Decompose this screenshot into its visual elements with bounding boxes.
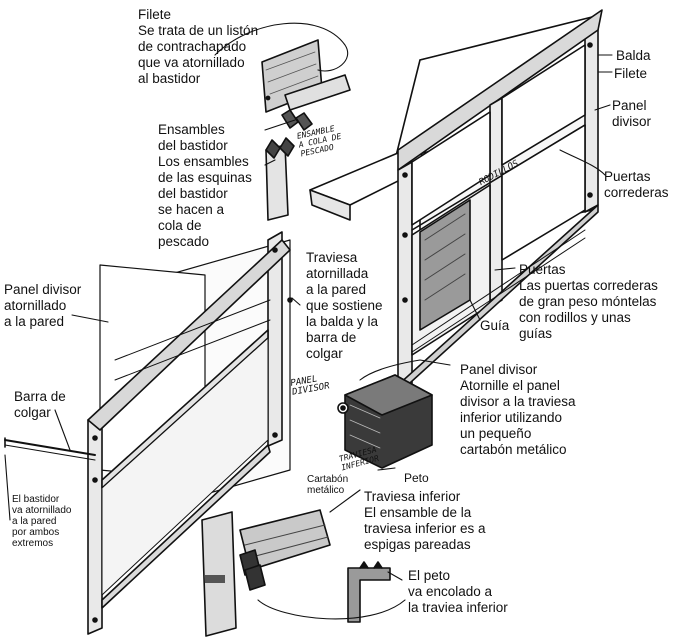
label-line: a la pared bbox=[12, 516, 57, 527]
label-line: atornillada bbox=[306, 266, 369, 281]
label-line: El ensamble de la bbox=[364, 505, 472, 520]
label-line: Cartabón bbox=[307, 474, 349, 485]
label-line: Traviesa bbox=[306, 250, 358, 265]
label-line: de contrachapado bbox=[138, 39, 247, 54]
label-line: de gran peso móntelas bbox=[519, 294, 657, 309]
label-line: Panel divisor bbox=[4, 282, 82, 297]
traviesa-inferior-detail bbox=[201, 509, 331, 637]
lower-frame bbox=[4, 231, 293, 635]
label-line: la traviea inferior bbox=[408, 600, 508, 615]
label-line: atornillado bbox=[4, 298, 67, 313]
label-filete-right: Filete bbox=[614, 66, 648, 81]
label-line: Se trata de un listón bbox=[138, 23, 259, 38]
label-line: Las puertas correderas bbox=[519, 278, 658, 293]
label-line: divisor a la traviesa bbox=[460, 394, 576, 409]
label-line: Puertas bbox=[604, 169, 651, 184]
label-cartabon: Cartabón metálico bbox=[307, 474, 348, 496]
label-panel-divisor-right: Panel divisor bbox=[612, 98, 651, 130]
label-line: Traviesa inferior bbox=[364, 489, 461, 504]
label-line: metálico bbox=[307, 485, 345, 496]
label-line: Panel bbox=[612, 98, 647, 113]
label-line: un pequeño bbox=[460, 426, 532, 441]
label-line: a la pared bbox=[4, 314, 65, 329]
label-line: barra de bbox=[306, 330, 357, 345]
label-line: colgar bbox=[306, 346, 343, 361]
leader-lines bbox=[4, 22, 613, 620]
label-line: Panel divisor bbox=[460, 362, 538, 377]
label-line: por ambos bbox=[12, 527, 60, 538]
label-line: del bastidor bbox=[158, 186, 228, 201]
label-line: que sostiene bbox=[306, 298, 383, 313]
label-ensambles: Ensambles del bastidor Los ensambles de … bbox=[158, 122, 252, 250]
label-el-peto: El peto va encolado a la traviea inferio… bbox=[408, 568, 508, 616]
label-line: pescado bbox=[158, 234, 210, 249]
label-guia: Guía bbox=[480, 318, 510, 333]
filete-strip-detail bbox=[261, 39, 351, 221]
peto-l-profile bbox=[347, 561, 391, 623]
label-line: a la pared bbox=[306, 282, 367, 297]
label-line: va atornillado bbox=[12, 505, 72, 516]
label-line: va encolado a bbox=[408, 584, 493, 599]
label-filete-top: Filete Se trata de un listón de contrach… bbox=[138, 7, 258, 87]
label-panel-divisor-mid: Panel divisor Atornille el panel divisor… bbox=[460, 362, 576, 458]
label-puertas: Puertas Las puertas correderas de gran p… bbox=[519, 262, 658, 342]
label-line: El bastidor bbox=[12, 494, 60, 505]
label-bastidor: El bastidor va atornillado a la pared po… bbox=[12, 494, 71, 549]
label-line: se hacen a bbox=[158, 202, 225, 217]
label-line: extremos bbox=[12, 538, 54, 549]
label-line: espigas pareadas bbox=[364, 537, 471, 552]
peto-detail bbox=[337, 374, 433, 469]
label-line: del bastidor bbox=[158, 138, 228, 153]
label-line: con rodillos y unas bbox=[519, 310, 631, 325]
label-peto: Peto bbox=[404, 471, 429, 485]
label-line: guías bbox=[519, 326, 553, 341]
label-line: El peto bbox=[408, 568, 451, 583]
label-line: de las esquinas bbox=[158, 170, 252, 185]
label-line: colgar bbox=[14, 405, 51, 420]
label-line: Puertas bbox=[519, 262, 566, 277]
label-line: Atornille el panel bbox=[460, 378, 560, 393]
label-traviesa-atornillada: Traviesa atornillada a la pared que sost… bbox=[306, 250, 383, 362]
label-line: la balda y la bbox=[306, 314, 379, 329]
label-line: cartabón metálico bbox=[460, 442, 567, 457]
label-panel-divisor-left: Panel divisor atornillado a la pared bbox=[4, 282, 81, 330]
label-line: Los ensambles bbox=[158, 154, 249, 169]
label-line: inferior utilizando bbox=[460, 410, 563, 425]
label-line: que va atornillado bbox=[138, 55, 245, 70]
label-line: cola de bbox=[158, 218, 202, 233]
label-line: Filete bbox=[138, 7, 172, 22]
label-balda: Balda bbox=[616, 48, 651, 63]
label-traviesa-inferior: Traviesa inferior El ensamble de la trav… bbox=[364, 489, 486, 553]
label-line: divisor bbox=[612, 114, 652, 129]
label-line: Ensambles bbox=[158, 122, 225, 137]
label-line: traviesa inferior es a bbox=[364, 521, 486, 536]
label-line: Barra de bbox=[14, 389, 66, 404]
label-line: correderas bbox=[604, 185, 669, 200]
label-line: al bastidor bbox=[138, 71, 201, 86]
label-puertas-correderas: Puertas correderas bbox=[604, 169, 669, 201]
label-barra-colgar: Barra de colgar bbox=[14, 389, 66, 421]
